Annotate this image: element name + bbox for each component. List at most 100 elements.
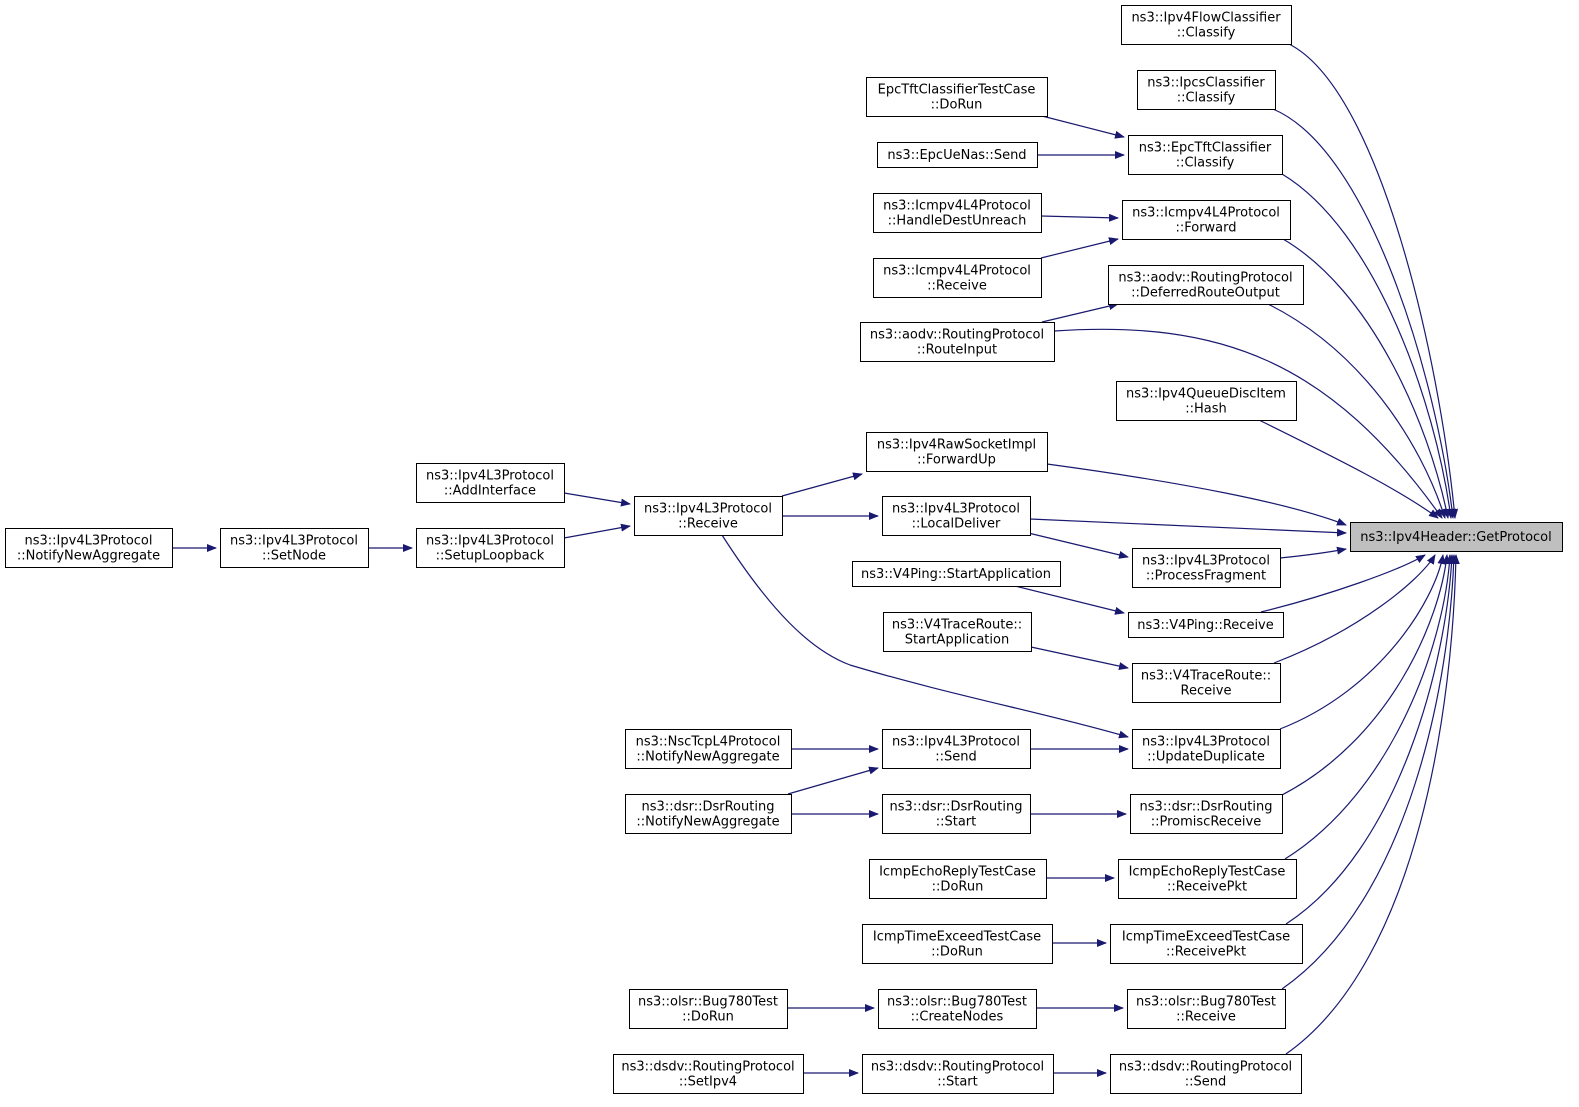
node-epctftclassifiertestcase-dorun[interactable]: EpcTftClassifierTestCase::DoRun [866,77,1048,117]
node-box [634,496,783,536]
node-l3-addinterface[interactable]: ns3::Ipv4L3Protocol::AddInterface [416,463,565,503]
edge-epctftclassifiertestcase-dorun-to-epctftclassifier-classify [1041,115,1125,139]
node-box [625,794,792,834]
node-epcuenas-send[interactable]: ns3::EpcUeNas::Send [877,142,1038,168]
node-box [873,258,1042,298]
node-nsctcp-notifynewaggregate[interactable]: ns3::NscTcpL4Protocol::NotifyNewAggregat… [625,729,792,769]
edge-dsdv-send-to-getprotocol [1285,554,1460,1055]
node-bug780-createnodes[interactable]: ns3::olsr::Bug780Test::CreateNodes [878,989,1037,1029]
edge-v4ping-receive-to-getprotocol [1260,554,1426,613]
node-label: ns3::V4Ping::StartApplication [861,567,1051,582]
node-label: ::LocalDeliver [912,517,1001,532]
node-l3-notifynewaggregate[interactable]: ns3::Ipv4L3Protocol::NotifyNewAggregate [5,528,173,568]
node-icmptimeexceed-dorun[interactable]: IcmpTimeExceedTestCase::DoRun [862,924,1053,964]
node-aodv-deferredrouteoutput[interactable]: ns3::aodv::RoutingProtocol::DeferredRout… [1108,265,1304,305]
node-l3-send[interactable]: ns3::Ipv4L3Protocol::Send [882,729,1031,769]
node-l3-setnode[interactable]: ns3::Ipv4L3Protocol::SetNode [220,528,369,568]
edge-aodv-deferredrouteoutput-to-getprotocol [1267,303,1447,519]
node-label: ::DoRun [682,1010,734,1025]
edge-l3-updateduplicate-to-getprotocol [1279,554,1446,730]
node-flowclassifier-classify[interactable]: ns3::Ipv4FlowClassifier::Classify [1121,5,1292,45]
node-box [862,924,1053,964]
node-aodv-routeinput[interactable]: ns3::aodv::RoutingProtocol::RouteInput [860,322,1055,362]
node-v4traceroute-startapplication[interactable]: ns3::V4TraceRoute::StartApplication [883,612,1032,652]
node-icmptimeexceed-receivepkt[interactable]: IcmpTimeExceedTestCase::ReceivePkt [1110,924,1303,964]
node-label: ns3::Ipv4Header::GetProtocol [1360,530,1552,545]
node-box [869,859,1047,899]
node-label: ::DoRun [931,98,983,113]
node-epctftclassifier-classify[interactable]: ns3::EpcTftClassifier::Classify [1128,135,1283,175]
node-box [860,322,1055,362]
edge-l3-receive-to-rawsocket-forwardup [781,472,863,497]
node-l3-processfragment[interactable]: ns3::Ipv4L3Protocol::ProcessFragment [1132,548,1281,588]
node-bug780-dorun[interactable]: ns3::olsr::Bug780Test::DoRun [629,989,788,1029]
edge-bug780-receive-to-getprotocol [1281,554,1458,990]
node-queuediscitem-hash[interactable]: ns3::Ipv4QueueDiscItem::Hash [1116,381,1297,421]
node-label: ::ForwardUp [917,453,996,468]
node-ipcsclassifier-classify[interactable]: ns3::IpcsClassifier::Classify [1137,70,1276,110]
edge-flowclassifier-classify-to-getprotocol [1288,43,1459,519]
node-label: ns3::Ipv4L3Protocol [1142,735,1270,750]
node-label: ns3::V4TraceRoute:: [892,618,1022,633]
node-label: ::UpdateDuplicate [1147,750,1265,765]
node-label: ns3::dsr::DsrRouting [890,800,1023,815]
node-label: ::Send [935,750,977,765]
edge-ipcsclassifier-classify-to-getprotocol [1272,108,1456,519]
node-box [878,989,1037,1029]
node-v4traceroute-receive[interactable]: ns3::V4TraceRoute::Receive [1132,663,1281,703]
edge-icmp-forward-to-getprotocol [1282,238,1451,519]
node-label: ns3::Ipv4L3Protocol [644,502,772,517]
node-label: ns3::dsdv::RoutingProtocol [871,1060,1044,1075]
node-dsr-promiscreceive[interactable]: ns3::dsr::DsrRouting::PromiscReceive [1130,794,1283,834]
node-rawsocket-forwardup[interactable]: ns3::Ipv4RawSocketImpl::ForwardUp [866,432,1048,472]
node-icmp-handledestunreach[interactable]: ns3::Icmpv4L4Protocol::HandleDestUnreach [873,193,1042,233]
node-icmpechoreply-receivepkt[interactable]: IcmpEchoReplyTestCase::ReceivePkt [1118,859,1297,899]
node-label: ::HandleDestUnreach [888,214,1027,229]
node-label: ns3::EpcTftClassifier [1139,141,1272,156]
node-box [1137,70,1276,110]
node-icmp-receive[interactable]: ns3::Icmpv4L4Protocol::Receive [873,258,1042,298]
node-box [1118,859,1297,899]
node-getprotocol[interactable]: ns3::Ipv4Header::GetProtocol [1350,522,1563,552]
node-box [1127,989,1286,1029]
node-icmpechoreply-dorun[interactable]: IcmpEchoReplyTestCase::DoRun [869,859,1047,899]
node-label: ns3::Ipv4L3Protocol [230,534,358,549]
node-label: ::ReceivePkt [1167,880,1247,895]
node-dsdv-start[interactable]: ns3::dsdv::RoutingProtocol::Start [862,1054,1054,1094]
node-dsdv-send[interactable]: ns3::dsdv::RoutingProtocol::Send [1110,1054,1302,1094]
node-l3-receive[interactable]: ns3::Ipv4L3Protocol::Receive [634,496,783,536]
node-l3-localdeliver[interactable]: ns3::Ipv4L3Protocol::LocalDeliver [882,496,1031,536]
node-label: ::RouteInput [917,343,997,358]
node-l3-setuploopback[interactable]: ns3::Ipv4L3Protocol::SetupLoopback [416,528,565,568]
node-box [416,463,565,503]
node-label: ::CreateNodes [911,1010,1004,1025]
node-box [1130,794,1283,834]
edge-icmptimeexceed-receivepkt-to-getprotocol [1285,554,1456,925]
node-bug780-receive[interactable]: ns3::olsr::Bug780Test::Receive [1127,989,1286,1029]
node-dsr-notifynewaggregate[interactable]: ns3::dsr::DsrRouting::NotifyNewAggregate [625,794,792,834]
node-dsr-start[interactable]: ns3::dsr::DsrRouting::Start [882,794,1031,834]
edge-icmpechoreply-receivepkt-to-getprotocol [1284,554,1454,860]
edges-layer [172,43,1460,1077]
edge-l3-setuploopback-to-l3-receive [563,523,631,539]
node-box [1110,1054,1302,1094]
node-label: ns3::Icmpv4L4Protocol [1132,206,1280,221]
node-label: ns3::Ipv4FlowClassifier [1131,11,1281,26]
node-label: IcmpTimeExceedTestCase [1122,930,1290,945]
node-v4ping-startapplication[interactable]: ns3::V4Ping::StartApplication [852,561,1061,587]
node-box [5,528,173,568]
node-label: ::DoRun [931,945,983,960]
edge-queuediscitem-hash-to-getprotocol [1258,419,1439,519]
node-label: ::DeferredRouteOutput [1131,286,1280,301]
node-label: ns3::aodv::RoutingProtocol [1118,271,1292,286]
node-v4ping-receive[interactable]: ns3::V4Ping::Receive [1128,612,1284,638]
node-label: ns3::V4Ping::Receive [1137,618,1274,633]
node-label: ::ReceivePkt [1166,945,1246,960]
node-dsdv-setipv4[interactable]: ns3::dsdv::RoutingProtocol::SetIpv4 [613,1054,804,1094]
node-icmp-forward[interactable]: ns3::Icmpv4L4Protocol::Forward [1122,200,1291,240]
node-l3-updateduplicate[interactable]: ns3::Ipv4L3Protocol::UpdateDuplicate [1132,729,1281,769]
edge-rawsocket-forwardup-to-getprotocol [1046,463,1347,526]
edge-l3-localdeliver-to-l3-processfragment [1019,530,1129,559]
node-label: ns3::V4TraceRoute:: [1141,669,1271,684]
edge-epctftclassifier-classify-to-getprotocol [1281,173,1454,519]
